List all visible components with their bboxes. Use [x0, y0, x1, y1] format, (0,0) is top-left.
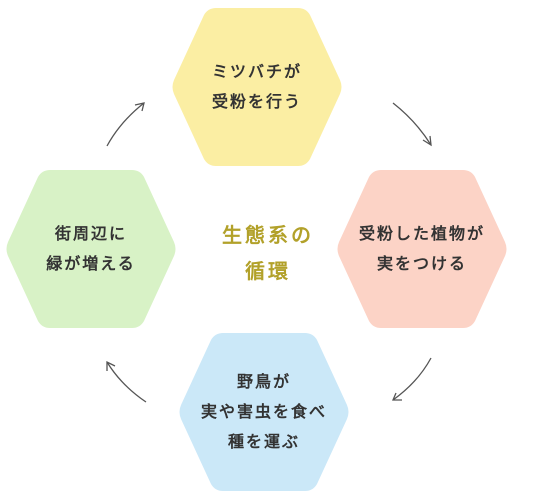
node-greenery-increases: 街周辺に 緑が増える [2, 162, 180, 336]
node-label-line: 実をつける [376, 254, 467, 273]
node-bees-pollinate: ミツバチが 受粉を行う [168, 0, 346, 174]
hexagon-shape [179, 333, 349, 491]
node-plants-bear-fruit: 受粉した植物が 実をつける [333, 162, 511, 336]
node-label-line: 緑が増える [46, 254, 136, 273]
node-label-line: 種を運ぶ [227, 432, 300, 451]
hexagon-fill [172, 8, 342, 166]
node-label-line: 街周辺に [54, 224, 127, 243]
hexagon-shape [337, 170, 507, 328]
hexagon-fill [179, 333, 349, 491]
node-birds-spread-seeds: 野鳥が 実や害虫を食べ 種を運ぶ [175, 325, 353, 499]
cycle-title-line: 生態系の [222, 223, 314, 247]
node-label: ミツバチが 受粉を行う [168, 0, 346, 174]
node-label-line: 受粉を行う [211, 92, 302, 111]
node-label-line: 実や害虫を食べ [200, 402, 327, 421]
hexagon-fill [6, 170, 176, 328]
cycle-title: 生態系の 循環 [190, 208, 346, 298]
hexagon-shape [6, 170, 176, 328]
hexagon-fill [337, 170, 507, 328]
node-label: 受粉した植物が 実をつける [333, 162, 511, 336]
arrow-top-to-right [392, 102, 432, 147]
node-label-line: 野鳥が [236, 372, 291, 391]
arrow-left-to-top [106, 102, 145, 147]
node-label: 街周辺に 緑が増える [2, 162, 180, 336]
cycle-title-line: 循環 [245, 259, 291, 283]
arrow-right-to-bottom [392, 357, 432, 401]
node-label-line: 受粉した植物が [358, 224, 485, 243]
node-label: 野鳥が 実や害虫を食べ 種を運ぶ [175, 325, 353, 499]
node-label-line: ミツバチが [211, 62, 302, 81]
arrow-bottom-to-left [106, 360, 147, 403]
hexagon-shape [172, 8, 342, 166]
